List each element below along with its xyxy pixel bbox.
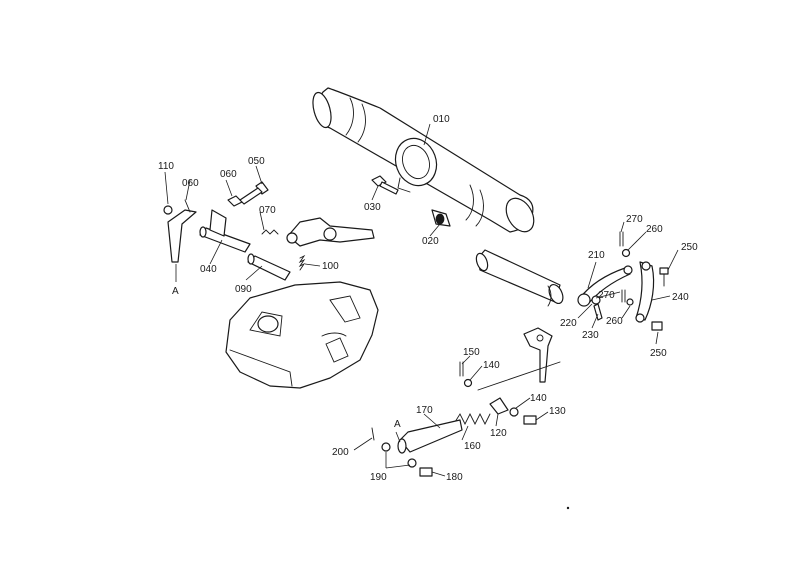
stray-dot bbox=[566, 506, 570, 510]
callout-030: 030 bbox=[364, 202, 381, 213]
callout-140-lower: 140 bbox=[530, 393, 547, 404]
callout-180: 180 bbox=[446, 472, 463, 483]
bracket-right bbox=[523, 327, 553, 383]
callout-070: 070 bbox=[259, 205, 276, 216]
callout-160: 160 bbox=[464, 441, 481, 452]
callout-260-upper: 260 bbox=[646, 224, 663, 235]
spring-160 bbox=[454, 412, 491, 426]
callout-170: 170 bbox=[416, 405, 433, 416]
leader-lines bbox=[164, 123, 679, 477]
callout-230: 230 bbox=[582, 330, 599, 341]
shaft-040 bbox=[199, 209, 251, 253]
pin-200 bbox=[371, 427, 375, 441]
bolt-030 bbox=[371, 175, 399, 195]
pin-260-lower bbox=[626, 298, 634, 306]
spring-070 bbox=[261, 229, 279, 235]
bolt-130 bbox=[523, 415, 537, 425]
right-shaft bbox=[475, 249, 564, 307]
spring-pin-270-upper bbox=[619, 231, 624, 247]
axle-housing-tube bbox=[312, 87, 535, 233]
callout-040: 040 bbox=[200, 264, 217, 275]
lever-240 bbox=[635, 261, 655, 323]
washer-260-upper bbox=[621, 248, 631, 258]
callout-150: 150 bbox=[463, 347, 480, 358]
washer-140-upper bbox=[463, 378, 473, 388]
bolt-180 bbox=[419, 467, 433, 477]
pin-230 bbox=[593, 303, 603, 321]
callout-130: 130 bbox=[549, 406, 566, 417]
reference-a-lower: A bbox=[394, 419, 401, 430]
callout-060-right: 060 bbox=[220, 169, 237, 180]
callout-010: 010 bbox=[433, 114, 450, 125]
callout-120: 120 bbox=[490, 428, 507, 439]
spring-100 bbox=[298, 254, 306, 271]
callout-270-upper: 270 bbox=[626, 214, 643, 225]
callout-240: 240 bbox=[672, 292, 689, 303]
callout-090: 090 bbox=[235, 284, 252, 295]
callout-140-upper: 140 bbox=[483, 360, 500, 371]
callout-200: 200 bbox=[332, 447, 349, 458]
callout-060-left: 060 bbox=[182, 178, 199, 189]
callout-250-upper: 250 bbox=[681, 242, 698, 253]
callout-110: 110 bbox=[158, 161, 174, 172]
shaft-090 bbox=[247, 253, 291, 281]
washer-220 bbox=[591, 295, 601, 305]
callout-labels: 010 020 030 040 050 060 060 070 090 100 … bbox=[158, 114, 698, 483]
joint-120 bbox=[489, 397, 509, 415]
callout-050: 050 bbox=[248, 156, 265, 167]
transmission-case bbox=[225, 281, 379, 389]
callout-260-lower: 260 bbox=[606, 316, 623, 327]
bolt-250-lower bbox=[651, 321, 663, 331]
callout-220: 220 bbox=[560, 318, 577, 329]
callout-100: 100 bbox=[322, 261, 339, 272]
callout-270-lower: 270 bbox=[598, 290, 615, 301]
nut-060 bbox=[227, 195, 243, 207]
callout-210: 210 bbox=[588, 250, 605, 261]
washer-110 bbox=[163, 205, 173, 215]
bracket-080 bbox=[167, 199, 197, 263]
callout-250-lower: 250 bbox=[650, 348, 667, 359]
washer-140-lower bbox=[509, 407, 519, 417]
spring-pin-150 bbox=[459, 361, 464, 377]
bushing-020 bbox=[431, 209, 451, 227]
spring-pin-270-lower bbox=[621, 289, 626, 303]
bolt-050 bbox=[239, 181, 269, 205]
shaft-170 bbox=[397, 419, 463, 454]
callout-190: 190 bbox=[370, 472, 387, 483]
bolt-250-upper bbox=[659, 267, 669, 287]
rod-link bbox=[477, 361, 561, 391]
callout-020: 020 bbox=[422, 236, 439, 247]
fork-arm bbox=[286, 217, 375, 247]
reference-a-left: A bbox=[172, 286, 179, 297]
